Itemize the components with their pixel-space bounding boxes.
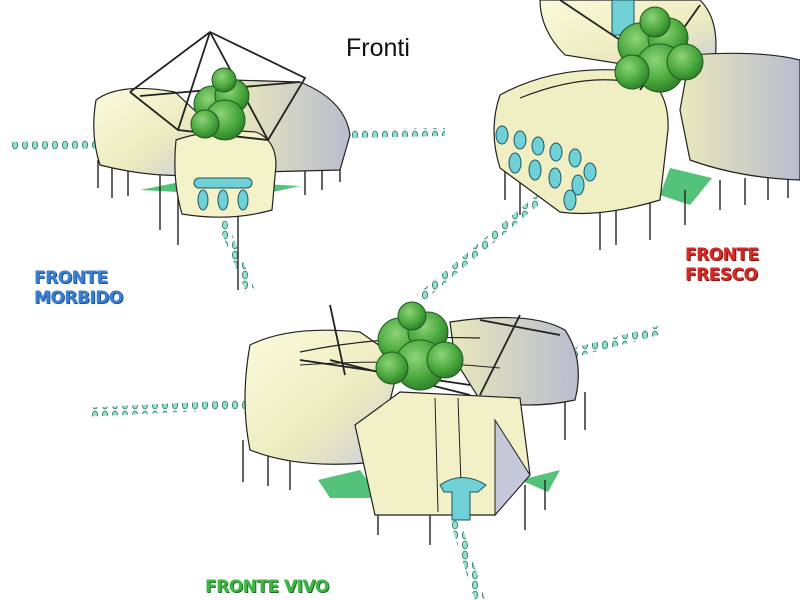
tree [190, 67, 250, 141]
coil [349, 128, 446, 138]
label-fronte-morbido: FRONTE MORBIDO [34, 268, 123, 308]
label-fronte-vivo: FRONTE VIVO [205, 577, 329, 597]
fronte-vivo-model [91, 301, 662, 600]
coil [91, 399, 251, 417]
tree [614, 6, 704, 93]
coil [217, 220, 255, 292]
label-fronte-fresco: FRONTE FRESCO [685, 245, 759, 285]
coil [574, 325, 662, 357]
coil [417, 194, 543, 302]
page-title: Fronti [346, 34, 410, 62]
coil [7, 140, 111, 150]
fronte-morbido-model [7, 30, 446, 292]
label-line: FRONTE [685, 245, 759, 265]
pillars [97, 160, 341, 290]
tree [375, 301, 464, 391]
coil [450, 518, 485, 600]
label-line: MORBIDO [34, 288, 123, 308]
fronte-fresco-model [417, 0, 800, 302]
label-line: FRONTE [34, 268, 108, 288]
label-line: FRONTE VIVO [205, 577, 329, 597]
label-line: FRESCO [685, 265, 758, 285]
